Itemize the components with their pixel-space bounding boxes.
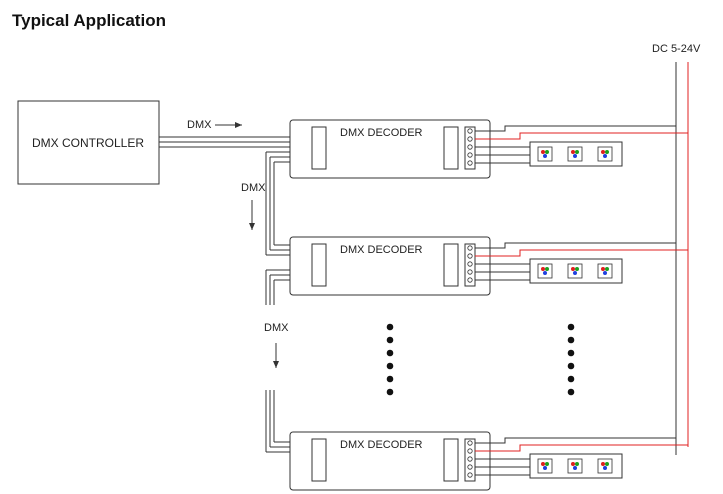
dmx-controller: DMX CONTROLLER [17,100,160,185]
continuation-dot [386,388,394,396]
power-supply-label: DC 5-24V [652,43,701,55]
rgb-led [567,263,583,279]
dmx-label-1: DMX [187,119,212,131]
continuation-dot [386,362,394,370]
dmx-link-2-n: DMX [264,269,290,453]
decoder-1-output [467,125,688,167]
dmx-label-2: DMX [241,182,266,194]
power-rails [675,62,689,455]
continuation-dot [567,323,575,331]
rgb-led [567,458,583,474]
continuation-dot [386,323,394,331]
rgb-led [597,263,613,279]
continuation-dot [386,336,394,344]
continuation-dots-left [386,323,394,396]
dmx-link-1-2: DMX [241,151,290,256]
dmx-decoder-1: DMX DECODER [289,119,491,179]
dmx-bus-controller: DMX [159,119,290,148]
dmx-controller-label: DMX CONTROLLER [32,136,144,150]
rgb-led [537,263,553,279]
continuation-dot [386,375,394,383]
rgb-led [597,146,613,162]
continuation-dot [567,375,575,383]
page-title: Typical Application [12,11,166,30]
decoder-outputs [467,125,688,479]
rgb-led [537,458,553,474]
continuation-dot [567,349,575,357]
rgb-led [567,146,583,162]
continuation-dots-right [567,323,575,396]
dmx-decoder-3: DMX DECODER [289,431,491,491]
rgb-led [597,458,613,474]
continuation-dot [386,349,394,357]
rgb-led [537,146,553,162]
continuation-dot [567,362,575,370]
decoder-3-output [467,437,688,479]
dmx-decoder-2: DMX DECODER [289,236,491,296]
continuation-dot [567,336,575,344]
decoder-2-label: DMX DECODER [340,244,423,256]
decoder-3-label: DMX DECODER [340,439,423,451]
dmx-label-3: DMX [264,322,289,334]
decoder-1-label: DMX DECODER [340,127,423,139]
decoder-2-output [467,242,688,284]
continuation-dot [567,388,575,396]
